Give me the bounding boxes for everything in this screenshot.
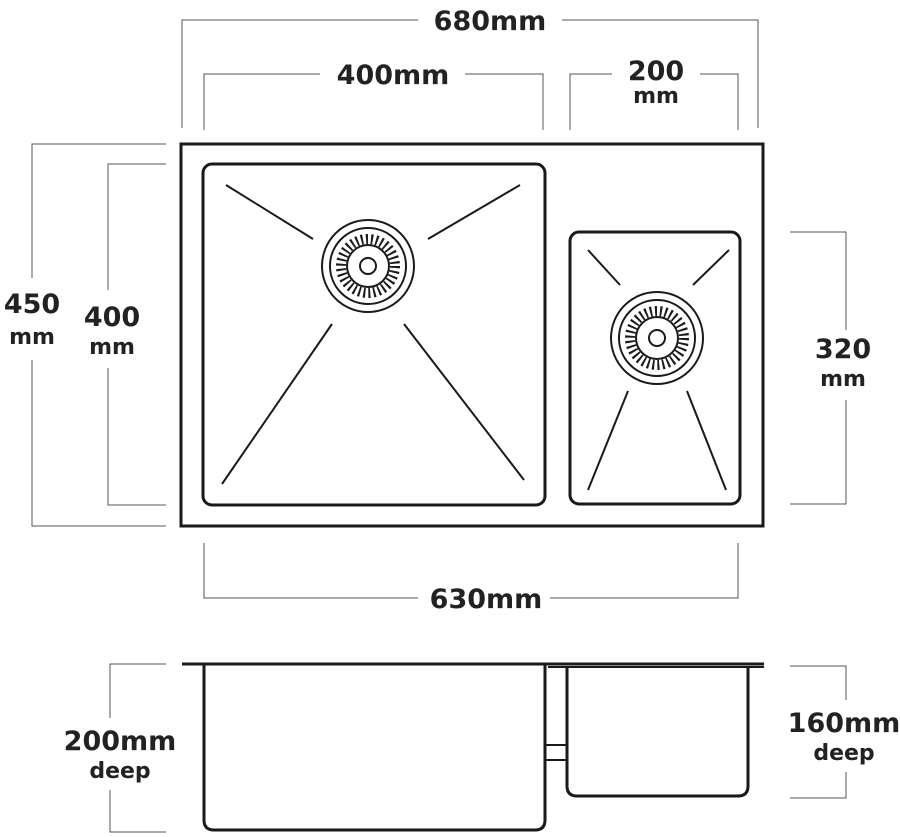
left-bowl [201,162,547,507]
overall-depth-dimension: 450 mm [4,143,166,527]
right-bowl-depth-value: 320 [815,334,871,365]
right-bowl-height-value: 160mm [788,708,900,739]
sink-top-view [179,142,765,528]
sink-side-view [182,662,764,832]
right-bowl-depth-unit: mm [820,367,866,392]
left-bowl-width-label: 400mm [337,60,450,91]
bowls-span-dimension: 630mm [203,543,739,615]
right-bowl-width-unit: mm [633,84,679,109]
left-bowl-depth-dimension: 400 mm [84,163,166,506]
left-bowl-width-dimension: 400mm [203,60,544,130]
right-bowl-depth-dimension: 320 mm [790,231,871,505]
right-bowl [568,230,742,506]
left-bowl-depth-unit: mm [89,335,135,360]
right-bowl-width-value: 200 [628,56,684,87]
left-bowl-outline [201,162,547,507]
left-bowl-depth-value: 400 [84,302,140,333]
right-drain-strainer-icon [610,291,704,385]
left-bowl-height-value: 200mm [64,726,177,757]
overall-width-dimension: 680mm [181,6,759,128]
right-bowl-height-unit: deep [813,741,874,766]
right-bowl-height-dimension: 160mm deep [788,665,900,799]
right-bowl-width-dimension: 200 mm [569,56,739,130]
left-bowl-profile [202,664,547,832]
left-bowl-height-dimension: 200mm deep [64,663,177,833]
left-bowl-height-unit: deep [89,759,150,784]
bowls-span-label: 630mm [430,584,543,615]
right-bowl-outline [568,230,742,506]
overall-width-label: 680mm [434,6,547,37]
left-drain-strainer-icon [321,219,415,313]
overall-depth-unit: mm [9,325,55,350]
sink-frame-outline [179,142,765,528]
right-bowl-profile [565,667,750,798]
overall-depth-value: 450 [4,289,60,320]
